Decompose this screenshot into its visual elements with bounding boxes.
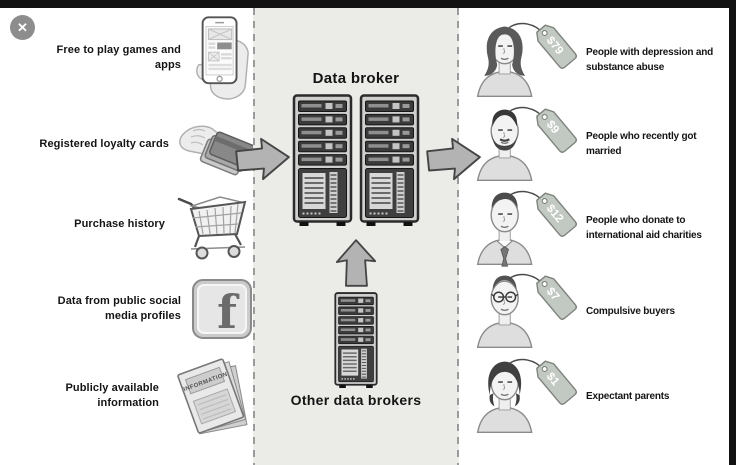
panel-dashed-border-right	[457, 8, 459, 465]
facebook-f-glyph: f	[217, 285, 240, 339]
segment-row-married: $9 People who recently got married	[472, 102, 730, 186]
woman-short-hair-icon: $1	[476, 358, 578, 434]
smartphone-in-hand-icon	[196, 16, 249, 100]
other-data-brokers-title: Other data brokers	[290, 392, 422, 408]
segment-label: Expectant parents	[586, 390, 670, 402]
woman-long-hair-icon: $79	[476, 22, 578, 98]
right-letterbox-bar	[729, 0, 736, 465]
panel-dashed-border-left	[253, 8, 255, 465]
segment-row-compulsive-buyers: $7 Compulsive buyers	[472, 268, 730, 354]
man-with-beard-icon: $9	[476, 106, 578, 182]
source-row-purchase-history: Purchase history	[0, 184, 259, 266]
source-row-social-media: Data from public social media profiles f	[0, 274, 269, 344]
source-label: Purchase history	[74, 218, 165, 231]
source-label: Free to play games and apps	[56, 43, 181, 71]
source-row-loyalty-cards: Registered loyalty cards	[0, 104, 257, 186]
information-documents-icon: INFORMATION	[177, 358, 248, 435]
segment-row-charity-donors: $12 People who donate to international a…	[472, 186, 730, 270]
segment-label: People who recently got married	[586, 131, 697, 157]
arrow-in-icon	[234, 136, 292, 182]
source-label: Data from public social media profiles	[57, 294, 181, 322]
segment-row-expectant-parents: $1 Expectant parents	[472, 352, 730, 440]
server-racks-icon	[293, 94, 420, 226]
facebook-logo-icon: f	[192, 279, 252, 339]
arrow-up-icon	[335, 238, 377, 288]
arrow-out-icon	[425, 136, 483, 182]
price-tag-value: $7	[544, 285, 562, 303]
man-with-tie-icon: $12	[476, 190, 578, 267]
top-letterbox-bar	[0, 0, 736, 8]
source-label: Registered loyalty cards	[39, 138, 169, 151]
segment-label: Compulsive buyers	[586, 305, 675, 317]
segment-row-depression: $79 People with depression and substance…	[472, 16, 730, 104]
man-with-glasses-icon: $7	[476, 273, 578, 349]
source-row-public-information: Publicly available information INFORMATI…	[0, 350, 257, 442]
data-broker-title: Data broker	[312, 70, 400, 87]
server-rack-icon	[334, 292, 378, 388]
close-icon: ✕	[17, 19, 28, 35]
shopping-cart-icon	[177, 196, 247, 260]
source-row-games-apps: Free to play games and apps	[0, 12, 263, 104]
segment-label: People with depression and substance abu…	[586, 47, 714, 73]
segment-label: People who donate to international aid c…	[586, 215, 702, 241]
close-button[interactable]: ✕	[10, 15, 35, 40]
source-label: Publicly available information	[65, 381, 159, 409]
data-broker-panel: Data broker Other data brokers	[253, 8, 459, 465]
